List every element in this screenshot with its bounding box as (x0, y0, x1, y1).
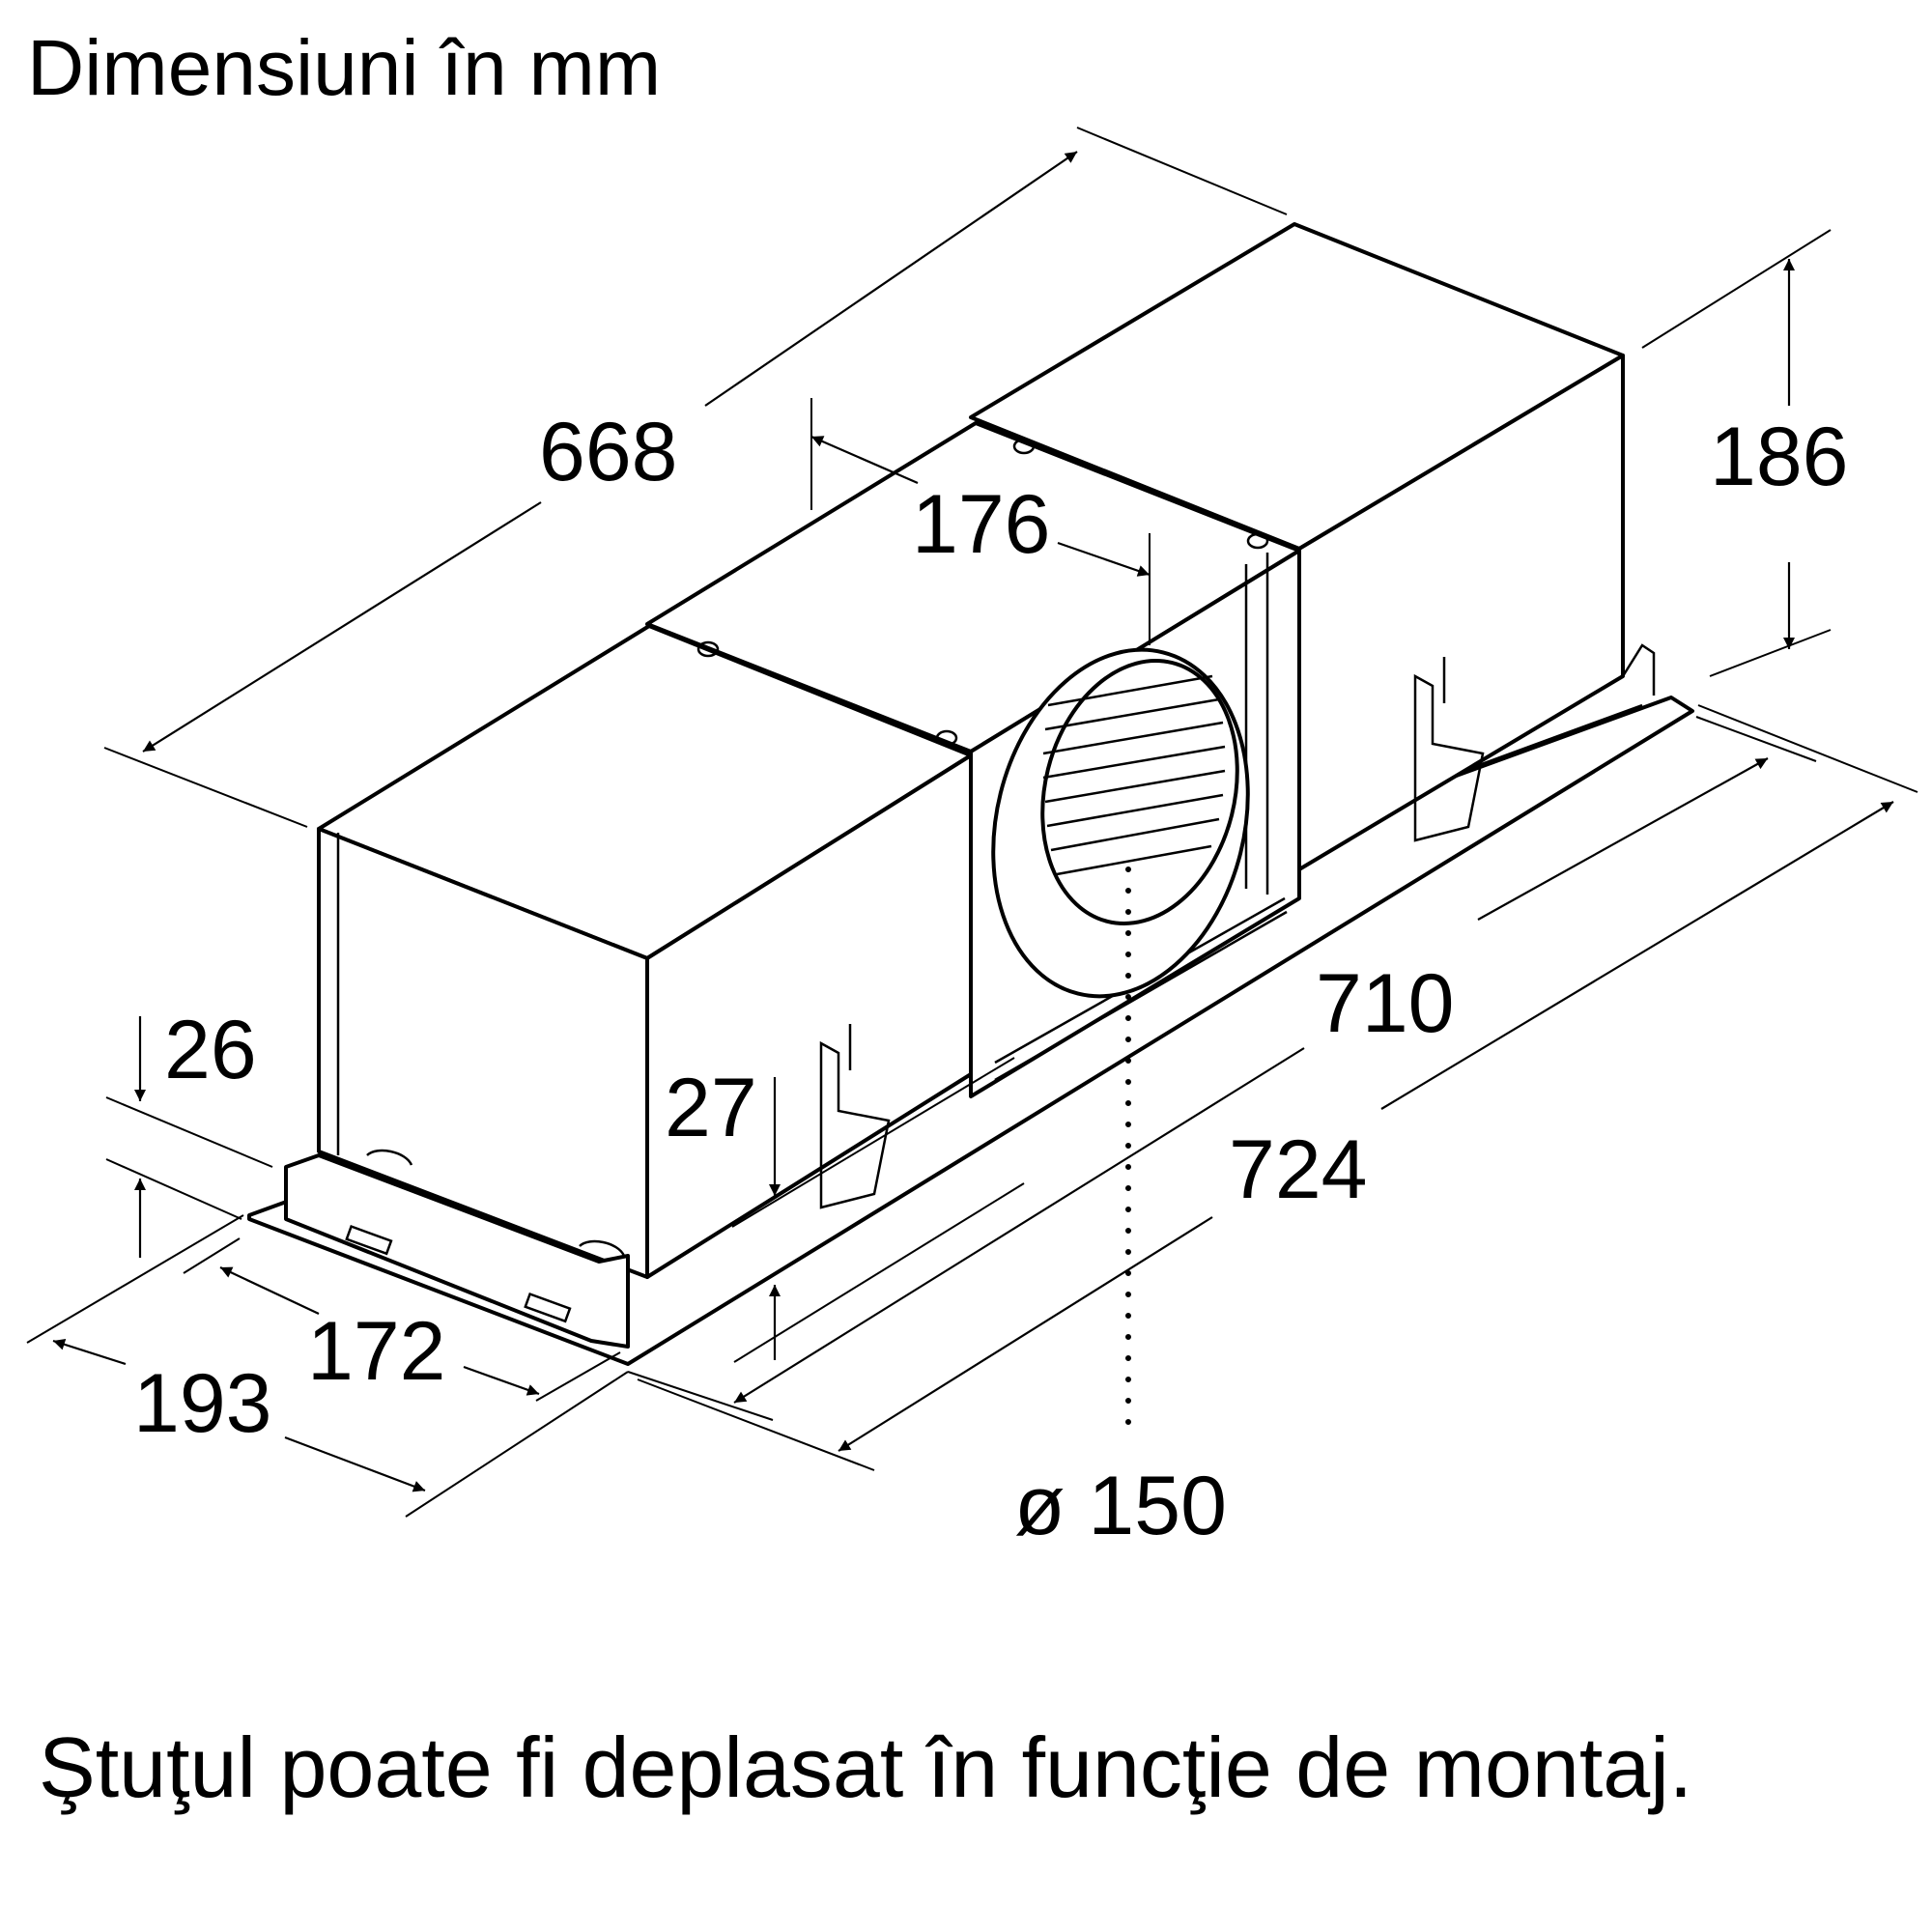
left-box-side (317, 827, 649, 1279)
dim-176: 176 (912, 478, 1051, 571)
bracket-left (819, 1040, 891, 1209)
dim-710: 710 (1316, 957, 1455, 1050)
dim-27: 27 (665, 1062, 757, 1154)
dim-724: 724 (1229, 1123, 1368, 1216)
dim-193: 193 (133, 1357, 272, 1450)
dim-172: 172 (307, 1305, 446, 1398)
footnote: Ştuţul poate fi deplasat în funcţie de m… (39, 1719, 1692, 1815)
dim-outlet-diameter: ø 150 (1014, 1460, 1227, 1552)
round-outlet-inner (1040, 659, 1239, 925)
page-title: Dimensiuni în mm (27, 24, 661, 112)
dim-668: 668 (539, 406, 678, 498)
bracket-right (1413, 673, 1485, 842)
dim-186: 186 (1710, 411, 1849, 503)
dimension-lines (26, 127, 1918, 1518)
outlet-grille (1042, 674, 1226, 876)
hood-module (247, 222, 1694, 1366)
dim-26: 26 (164, 1004, 257, 1096)
